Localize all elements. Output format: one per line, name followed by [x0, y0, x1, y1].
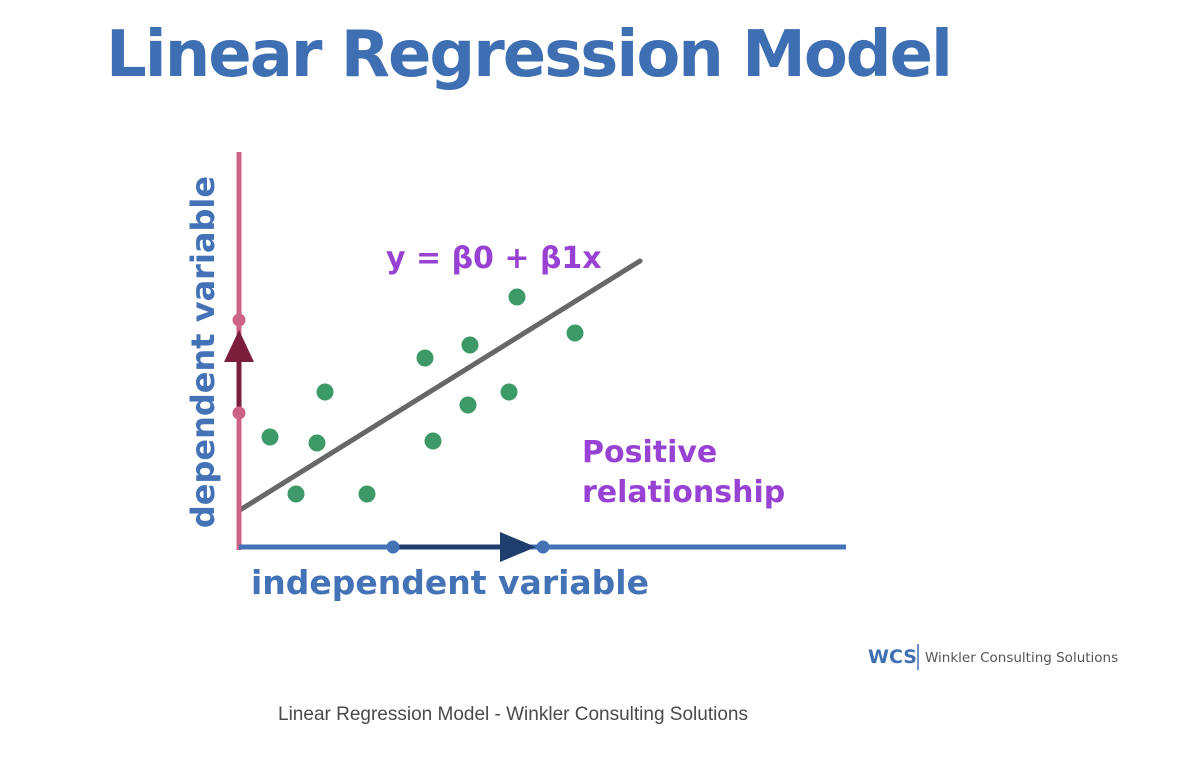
- data-point: [461, 336, 479, 354]
- data-point: [287, 485, 305, 503]
- data-point: [566, 324, 584, 342]
- regression-equation: y = β0 + β1x: [386, 241, 602, 276]
- data-point: [459, 396, 477, 414]
- relationship-annotation: Positive relationship: [582, 435, 785, 510]
- data-point: [500, 383, 518, 401]
- data-point: [508, 288, 526, 306]
- data-point: [316, 383, 334, 401]
- logo-abbr: WCS: [868, 646, 917, 668]
- data-point: [358, 485, 376, 503]
- image-caption: Linear Regression Model - Winkler Consul…: [278, 704, 748, 725]
- y-direction-arrow: [224, 313, 254, 420]
- logo-name: Winkler Consulting Solutions: [925, 650, 1118, 666]
- annotation-line-2: relationship: [582, 475, 785, 510]
- x-direction-arrow: [386, 532, 550, 562]
- regression-line: [237, 258, 643, 513]
- data-point: [308, 434, 326, 452]
- annotation-line-1: Positive: [582, 435, 717, 470]
- data-point: [261, 428, 279, 446]
- data-point: [424, 432, 442, 450]
- data-points: [261, 288, 584, 503]
- y-axis-label: dependent variable: [184, 176, 222, 528]
- wcs-logo: WCS Winkler Consulting Solutions: [868, 644, 1118, 670]
- page-title: Linear Regression Model: [106, 18, 953, 92]
- x-axis-label: independent variable: [251, 563, 649, 602]
- data-point: [416, 349, 434, 367]
